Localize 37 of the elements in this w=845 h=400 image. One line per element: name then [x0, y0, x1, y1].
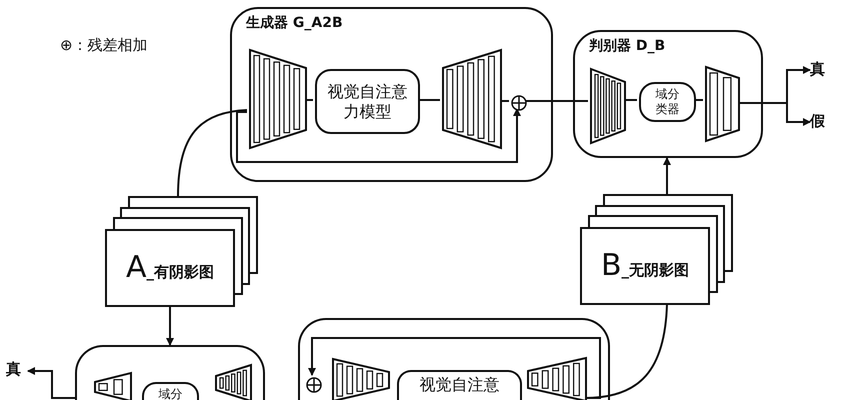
generator-panel [230, 7, 553, 182]
discriminator-panel [573, 30, 763, 158]
connector-arrow [166, 307, 174, 346]
legend-note: ⊕：残差相加 [60, 36, 148, 55]
encoder-trapezoid [332, 358, 390, 400]
decoder-trapezoid [527, 357, 587, 400]
decoder-trapezoid [442, 49, 502, 149]
panel-title: 生成器 G_A2B [246, 14, 343, 32]
encoder-trapezoid [94, 372, 132, 400]
image-stack [105, 196, 258, 307]
panel-title: 判别器 D_B [589, 37, 666, 55]
connector-arrow [27, 367, 75, 399]
residual-add-symbol [306, 377, 322, 393]
attention-module-box: 视觉自注意 [397, 370, 522, 400]
classifier-box: 域分 [142, 382, 199, 400]
residual-add-symbol [511, 95, 527, 111]
connector-line [624, 99, 637, 101]
attention-module-box: 视觉自注意力模型 [315, 69, 420, 134]
image-stack [580, 194, 733, 304]
output-label: 假 [810, 112, 832, 132]
connector-line [525, 100, 588, 102]
encoder-trapezoid [249, 49, 307, 149]
output-label: 真 [6, 360, 28, 380]
connector-line [418, 99, 440, 101]
discriminator-panel [75, 345, 265, 400]
output-trapezoid [215, 364, 252, 400]
classifier-box: 域分类器 [639, 82, 696, 122]
connector-arrow [308, 337, 601, 399]
connector-line [177, 109, 248, 196]
connector-arrow [663, 157, 671, 194]
generator-panel [298, 318, 610, 400]
connector-arrow [236, 108, 521, 163]
image-label: B_无阴影图 [600, 247, 690, 285]
image-label: A_有阴影图 [124, 249, 216, 287]
output-trapezoid [705, 66, 740, 142]
output-label: 真 [810, 60, 832, 80]
encoder-trapezoid [590, 68, 626, 144]
